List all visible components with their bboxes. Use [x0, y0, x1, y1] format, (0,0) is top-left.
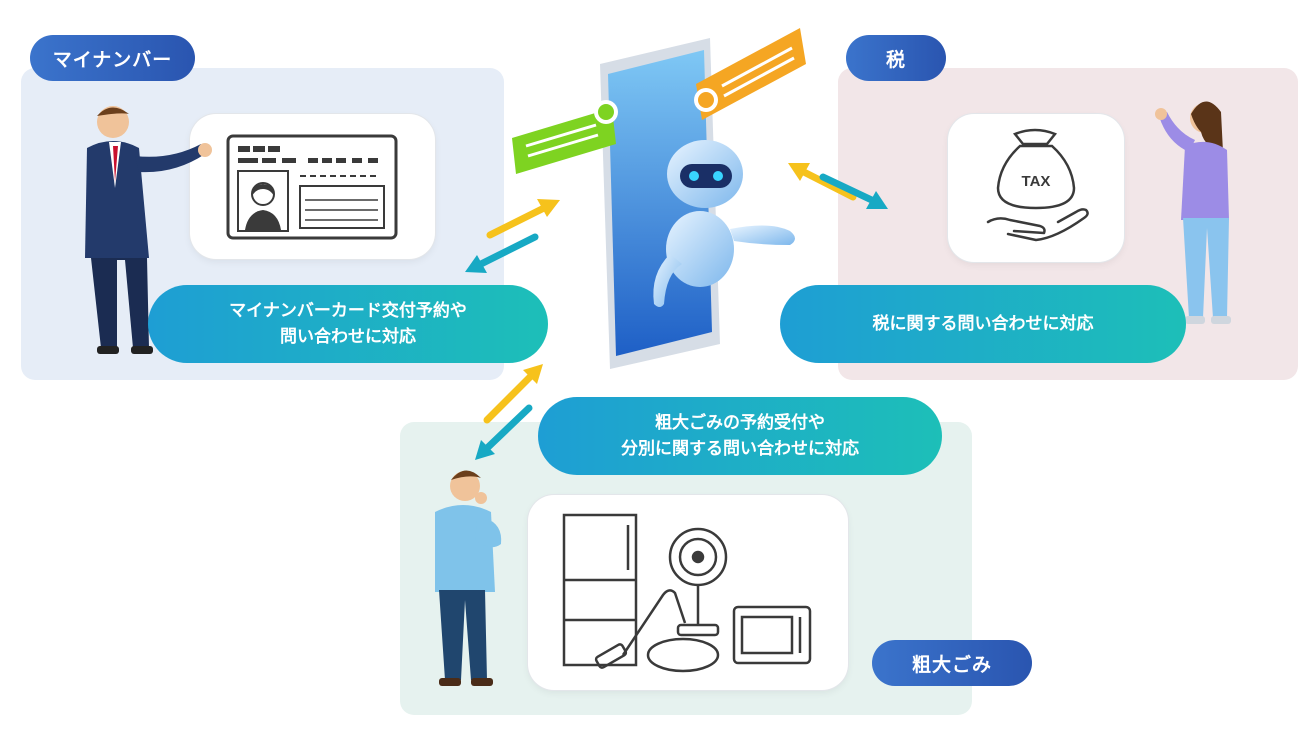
sodai-arrows — [475, 364, 543, 460]
sodai-tab: 粗大ごみ — [872, 640, 1032, 686]
vacuum-cleaner-icon — [594, 589, 720, 673]
arrow-up-right-icon — [486, 199, 560, 239]
sodai-items-thought-bubble — [528, 495, 848, 690]
tax-arrows — [788, 163, 888, 209]
tax-thought-bubble: TAX — [948, 114, 1124, 262]
arrow-down-right-icon — [819, 173, 888, 209]
mynumber-arrows — [465, 199, 560, 273]
bulky-items-illustration — [562, 513, 812, 673]
arrow-down-left-icon — [475, 404, 533, 460]
arrow-down-left-icon — [465, 233, 539, 273]
mynumber-bubble-line2: 問い合わせに対応 — [280, 327, 416, 347]
arrow-up-right-icon — [483, 364, 543, 424]
microwave-oven-icon — [732, 605, 812, 665]
arrow-up-left-icon — [788, 163, 857, 201]
thinking-man-figure — [435, 470, 502, 686]
tax-speech-bubble: 税に関する問い合わせに対応 — [780, 285, 1186, 363]
tax-bag-label: TAX — [1022, 173, 1051, 190]
mynumber-card-icon — [226, 134, 398, 240]
woman-figure — [1155, 101, 1231, 324]
mynumber-bubble-line1: マイナンバーカード交付予約や — [229, 301, 467, 321]
sodai-bubble-line1: 粗大ごみの予約受付や — [655, 413, 825, 433]
chat-bubble-orange-icon — [694, 28, 806, 120]
mynumber-card-thought-bubble — [190, 114, 435, 259]
smartphone-icon — [600, 38, 720, 369]
tax-bag-icon: TAX — [986, 128, 1089, 242]
chat-bubble-green-icon — [512, 100, 618, 174]
sodai-bubble-line2: 分別に関する問い合わせに対応 — [621, 439, 859, 459]
refrigerator-icon — [562, 513, 638, 667]
ai-robot-icon — [653, 140, 795, 307]
tax-bubble-line1: 税に関する問い合わせに対応 — [872, 314, 1094, 334]
mynumber-tab: マイナンバー — [30, 35, 195, 81]
mynumber-speech-bubble: マイナンバーカード交付予約や 問い合わせに対応 — [148, 285, 548, 363]
sodai-speech-bubble: 粗大ごみの予約受付や 分別に関する問い合わせに対応 — [538, 397, 942, 475]
tax-tab: 税 — [846, 35, 946, 81]
smartphone-ai-bot-illustration — [512, 28, 806, 369]
businessman-figure — [85, 106, 212, 354]
electric-fan-icon — [668, 527, 728, 637]
